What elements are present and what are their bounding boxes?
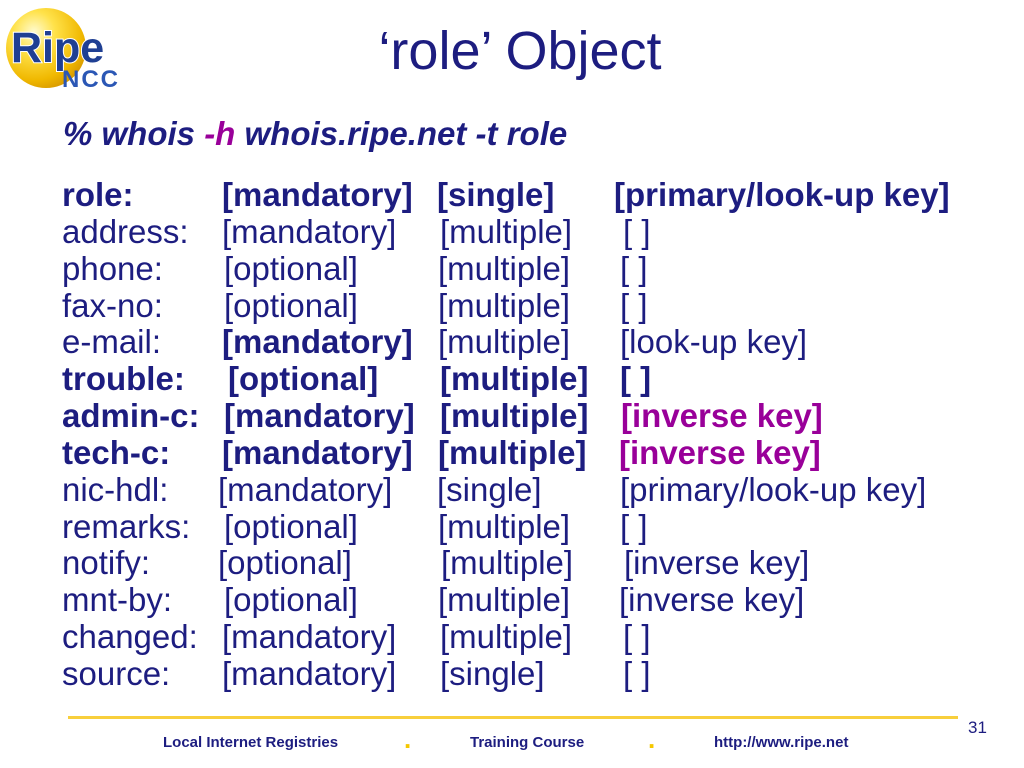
field-cardinality: [multiple] — [441, 544, 574, 582]
field-row-trouble: trouble: [optional] [multiple] [ ] — [0, 360, 1024, 398]
field-key: [look-up key] — [620, 323, 808, 361]
field-cardinality: [single] — [437, 470, 542, 508]
field-status: [mandatory] — [218, 470, 393, 508]
field-name: e-mail: — [62, 323, 162, 361]
footer-separator: . — [404, 724, 412, 754]
field-name: remarks: — [62, 507, 191, 545]
field-status: [mandatory] — [222, 176, 413, 213]
field-key: [inverse key] — [619, 581, 805, 619]
slide-title: ‘role’ Object — [378, 21, 662, 81]
field-cardinality: [multiple] — [440, 397, 589, 435]
field-key: [ ] — [623, 618, 651, 656]
field-cardinality: [multiple] — [438, 249, 571, 287]
field-row-role: role: [mandatory] [single] [primary/look… — [0, 176, 1024, 214]
field-cardinality: [single] — [437, 176, 555, 213]
footer-separator: . — [648, 724, 656, 754]
field-status: [mandatory] — [222, 323, 413, 361]
field-row-changed: changed: [mandatory] [multiple] [ ] — [0, 618, 1024, 656]
logo-ncc-text: NCC — [62, 66, 120, 93]
logo-ripe-text: Ripe — [11, 24, 104, 72]
field-cardinality: [multiple] — [440, 618, 573, 656]
field-row-tech-c: tech-c: [mandatory] [multiple] [inverse … — [0, 433, 1024, 472]
field-name: trouble: — [62, 360, 185, 398]
field-name: admin-c: — [62, 397, 200, 435]
command-prefix: % whois — [63, 115, 205, 152]
field-cardinality: [multiple] — [438, 507, 571, 545]
field-key: [ ] — [623, 212, 651, 250]
field-name: role: — [62, 176, 134, 213]
field-cardinality: [multiple] — [438, 581, 571, 619]
field-cardinality: [single] — [440, 654, 545, 692]
field-row-phone: phone: [optional] [multiple] [ ] — [0, 249, 1024, 288]
ripe-ncc-logo: Ripe NCC — [6, 8, 120, 93]
field-status: [optional] — [224, 249, 358, 287]
field-name: tech-c: — [62, 433, 171, 471]
field-key: [ ] — [620, 360, 652, 398]
field-row-fax-no: fax-no: [optional] [multiple] [ ] — [0, 286, 1024, 325]
field-status: [mandatory] — [224, 397, 415, 435]
field-key: [inverse key] — [619, 433, 821, 471]
field-cardinality: [multiple] — [440, 212, 573, 250]
field-name: mnt-by: — [62, 581, 173, 619]
field-status: [optional] — [218, 544, 352, 582]
field-cardinality: [multiple] — [438, 323, 571, 361]
command-suffix: whois.ripe.net -t role — [235, 115, 568, 152]
field-status: [mandatory] — [222, 433, 413, 471]
page-number: 31 — [968, 718, 987, 737]
field-row-admin-c: admin-c: [mandatory] [multiple] [inverse… — [0, 397, 1024, 435]
field-cardinality: [multiple] — [438, 286, 571, 324]
field-key: [ ] — [620, 249, 648, 287]
field-name: source: — [62, 654, 171, 692]
field-name: changed: — [62, 618, 198, 656]
field-status: [optional] — [224, 581, 358, 619]
field-status: [mandatory] — [222, 654, 397, 692]
field-name: notify: — [62, 544, 151, 582]
footer-course-name: Training Course — [470, 734, 585, 751]
field-status: [optional] — [228, 360, 379, 398]
field-status: [mandatory] — [222, 212, 397, 250]
field-row-notify: notify: [optional] [multiple] [inverse k… — [0, 545, 1024, 582]
footer-course-series: Local Internet Registries — [163, 734, 339, 751]
command-flag: -h — [204, 115, 236, 152]
footer-url: http://www.ripe.net — [714, 734, 849, 751]
field-key: [primary/look-up key] — [614, 176, 950, 213]
logo-globe — [6, 8, 86, 88]
field-name: phone: — [62, 249, 163, 287]
field-key: [inverse key] — [621, 397, 823, 435]
field-key: [ ] — [620, 286, 648, 324]
field-row-e-mail: e-mail: [mandatory] [multiple] [look-up … — [0, 324, 1024, 361]
field-key: [inverse key] — [624, 544, 810, 582]
field-status: [mandatory] — [222, 618, 397, 656]
field-key: [primary/look-up key] — [620, 470, 927, 508]
field-row-nic-hdl: nic-hdl: [mandatory] [single] [primary/l… — [0, 470, 1024, 509]
field-cardinality: [multiple] — [440, 360, 589, 398]
field-name: fax-no: — [62, 286, 163, 324]
field-row-address: address: [mandatory] [multiple] [ ] — [0, 212, 1024, 251]
field-status: [optional] — [224, 507, 358, 545]
field-row-mnt-by: mnt-by: [optional] [multiple] [inverse k… — [0, 581, 1024, 619]
field-key: [ ] — [623, 654, 651, 692]
field-name: nic-hdl: — [62, 470, 169, 508]
attribute-list: role: [mandatory] [single] [primary/look… — [0, 176, 1024, 693]
field-key: [ ] — [620, 507, 648, 545]
field-name: address: — [62, 212, 189, 250]
field-cardinality: [multiple] — [438, 433, 587, 471]
footer-divider — [68, 716, 958, 719]
field-status: [optional] — [224, 286, 358, 324]
field-row-source: source: [mandatory] [single] [ ] — [0, 654, 1024, 693]
field-row-remarks: remarks: [optional] [multiple] [ ] — [0, 507, 1024, 546]
whois-command: % whois -h whois.ripe.net -t role — [63, 115, 567, 152]
